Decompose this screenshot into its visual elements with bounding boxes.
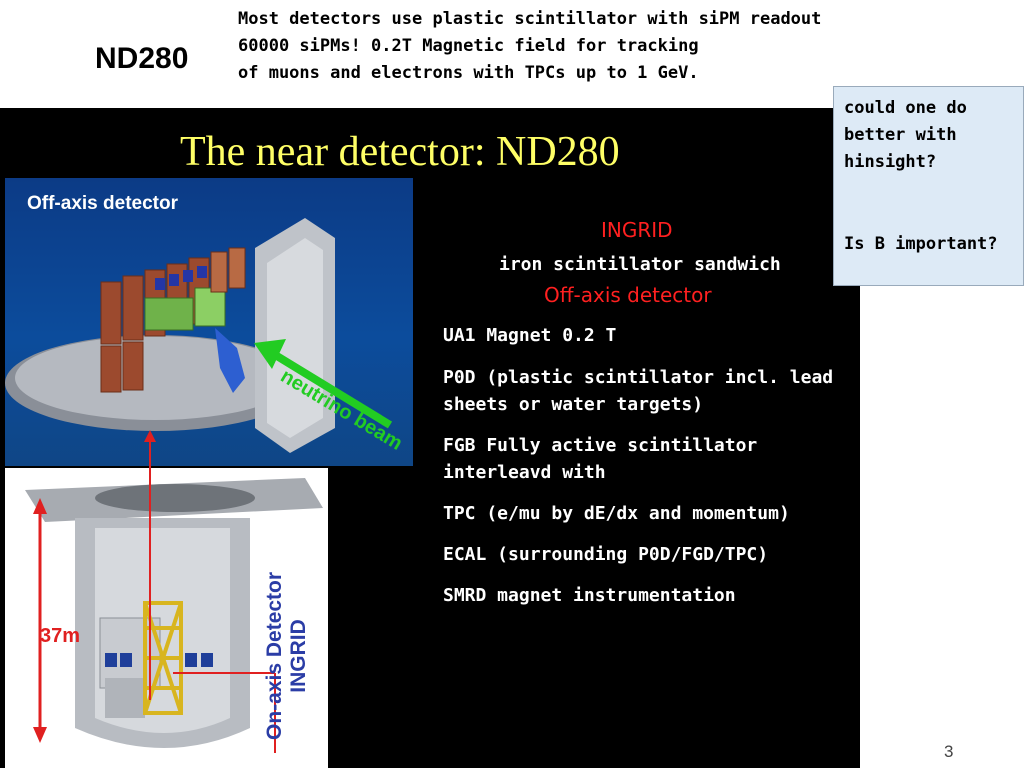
callout-question: Is B important? <box>844 234 998 254</box>
list-item-line: ECAL (surrounding P0D/FGD/TPC) <box>443 544 769 565</box>
callout-question: could one do better with hinsight? <box>844 95 1013 176</box>
callout-line: hinsight? <box>844 152 937 172</box>
offaxis-image-label: Off-axis detector <box>27 193 178 214</box>
onaxis-detector-label: On-axis Detector INGRID <box>263 572 311 740</box>
detector-component-list: UA1 Magnet 0.2 T P0D (plastic scintillat… <box>443 322 857 623</box>
list-item-line: P0D (plastic scintillator incl. lead <box>443 367 834 388</box>
list-item-line: FGB Fully active scintillator <box>443 435 758 456</box>
slide-title: ND280 <box>95 42 189 75</box>
header-note-line: of muons and electrons with TPCs up to 1… <box>238 63 699 83</box>
callout-line: better with <box>844 125 957 145</box>
ingrid-pit-drawing <box>25 478 323 753</box>
list-item: UA1 Magnet 0.2 T <box>443 322 857 349</box>
onaxis-label-line: INGRID <box>287 619 310 693</box>
pit-height-label: 37m <box>40 625 81 647</box>
onaxis-label-line: On-axis Detector <box>263 571 286 740</box>
callout-line: could one do <box>844 98 967 118</box>
list-item-line: TPC (e/mu by dE/dx and momentum) <box>443 503 790 524</box>
ingrid-description: iron scintillator sandwich <box>499 254 781 275</box>
ingrid-pit-image <box>5 468 328 768</box>
header-note-line: Most detectors use plastic scintillator … <box>238 9 822 29</box>
slide-number: 3 <box>944 742 954 761</box>
connector-line <box>144 430 156 700</box>
list-item-line: interleavd with <box>443 462 606 483</box>
neutrino-beam-arrow <box>254 339 393 429</box>
header-note-line: 60000 siPMs! 0.2T Magnetic field for tra… <box>238 36 699 56</box>
offaxis-detector-drawing <box>5 218 335 453</box>
list-item: TPC (e/mu by dE/dx and momentum) <box>443 500 857 527</box>
list-item: P0D (plastic scintillator incl. lead she… <box>443 364 857 418</box>
ingrid-title: INGRID <box>601 218 673 242</box>
list-item: SMRD magnet instrumentation <box>443 582 857 609</box>
list-item: ECAL (surrounding P0D/FGD/TPC) <box>443 541 857 568</box>
offaxis-detector-image <box>5 178 413 466</box>
list-item-line: SMRD magnet instrumentation <box>443 585 736 606</box>
callout-note: could one do better with hinsight? Is B … <box>833 86 1024 286</box>
header-notes: Most detectors use plastic scintillator … <box>238 6 821 87</box>
offaxis-title: Off-axis detector <box>544 283 712 307</box>
list-item-line: sheets or water targets) <box>443 394 704 415</box>
list-item: FGB Fully active scintillator interleavd… <box>443 432 857 486</box>
list-item-line: UA1 Magnet 0.2 T <box>443 325 617 346</box>
embedded-slide-heading: The near detector: ND280 <box>180 129 620 175</box>
